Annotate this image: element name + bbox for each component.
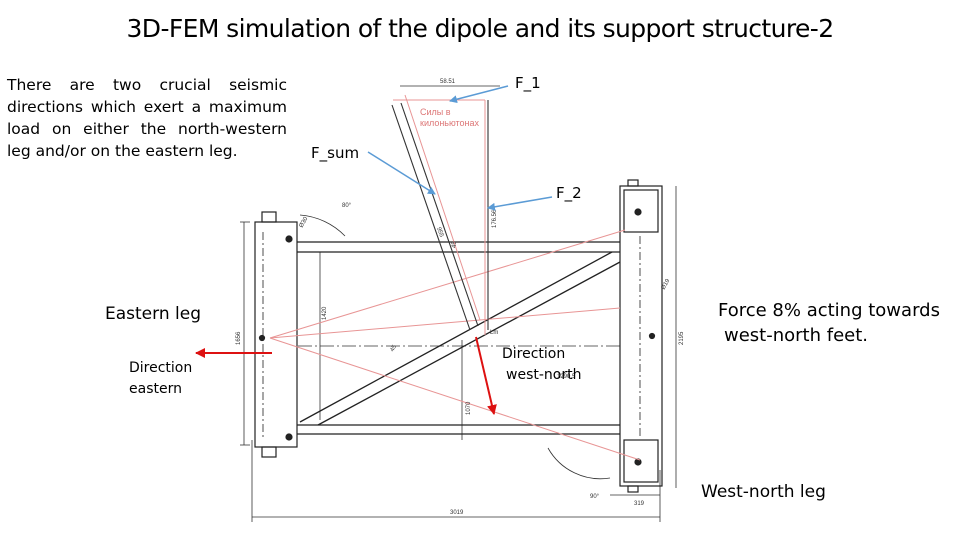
red-direction-arrows	[195, 336, 497, 415]
support-beams	[297, 241, 621, 435]
label-eastern-leg: Eastern leg	[105, 304, 201, 324]
dim-height-left: 1656	[236, 331, 242, 345]
slide-title: 3D-FEM simulation of the dipole and its …	[126, 14, 834, 43]
russian-note-line1: Силы в	[420, 107, 451, 117]
russian-note-line2: килоньютонах	[420, 118, 480, 128]
description-text: There are two crucial seismic directions…	[7, 76, 287, 160]
dim-right-width: 319	[634, 501, 645, 507]
dim-m955: 955	[435, 227, 444, 239]
west-north-leg-plate	[619, 179, 663, 493]
dim-small: Ø30	[299, 216, 310, 229]
blue-pointer-arrows	[367, 85, 553, 211]
dim-side: 176.56	[492, 209, 498, 228]
dimension-lines	[240, 85, 677, 522]
drawing-annotations: Силы в килоньютонах 58.51 176.56 3019 31…	[236, 79, 685, 516]
label-f2: F_2	[556, 184, 582, 202]
f2-pointer-arrow	[487, 196, 553, 211]
f1-pointer-arrow	[449, 85, 509, 104]
direction-west-north-arrow	[475, 336, 497, 415]
dim-total-width: 3019	[450, 510, 464, 516]
dim-top: 58.51	[440, 79, 456, 85]
dim-inner-height: 1420	[322, 306, 328, 320]
dim-angle2: 90°	[590, 494, 600, 500]
eastern-leg-plate	[254, 211, 298, 458]
force-triangle	[269, 94, 641, 461]
label-direction-eastern: Direction eastern	[129, 360, 193, 397]
label-fsum: F_sum	[311, 144, 360, 162]
dim-angle1: 80°	[342, 203, 352, 209]
force-vector-sum	[391, 100, 489, 331]
fsum-pointer-arrow	[367, 151, 436, 195]
dim-mid: 1290.5	[557, 374, 576, 380]
dim-ang45: 45	[390, 344, 399, 353]
label-direction-west-north: Direction west-north	[502, 346, 582, 383]
dim-dia: Ø19	[661, 278, 672, 291]
label-f1: F_1	[515, 74, 541, 92]
dim-m45: 45	[452, 241, 458, 248]
dim-right-height: 2195	[679, 331, 685, 345]
dim-lower: 1070	[466, 401, 472, 415]
label-force-note: Force 8% acting towards west-north feet.	[718, 300, 940, 346]
dim-lm: Lm	[490, 330, 498, 336]
label-west-north-leg: West-north leg	[701, 482, 826, 502]
